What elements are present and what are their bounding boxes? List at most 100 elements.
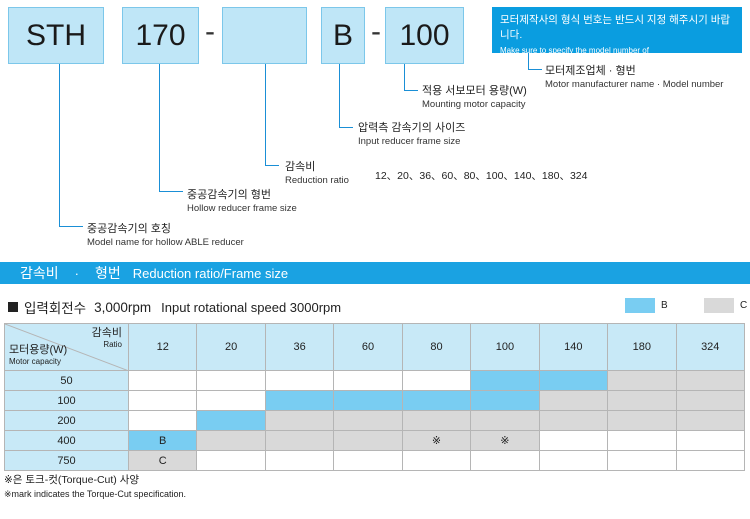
type-code: B (332, 18, 353, 52)
label-maker: 모터제조업체 · 형번 Motor manufacturer name · Mo… (545, 64, 723, 92)
table-cell (333, 370, 403, 391)
table-cell (607, 410, 677, 431)
table-cell (470, 450, 540, 471)
table-cell (607, 390, 677, 411)
leader-type (339, 64, 353, 128)
leader-ratio (265, 64, 279, 166)
table-cell (538, 430, 609, 451)
table-cell (607, 370, 677, 391)
table-cell (196, 450, 266, 471)
table-cell (538, 450, 609, 471)
footnote-ko: ※은 토크-컷(Torque-Cut) 사양 (4, 474, 140, 486)
column-header: 36 (264, 323, 335, 371)
label-maker-en: Motor manufacturer name · Model number (545, 79, 724, 90)
column-header: 80 (401, 323, 472, 371)
table-cell (333, 450, 403, 471)
label-motor-ko: 적용 서보모터 용량(W) (422, 85, 527, 97)
input-speed: 입력회전수 3,000rpm Input rotational speed 30… (8, 297, 341, 317)
label-motor-en: Mounting motor capacity (422, 99, 526, 110)
table-cell (401, 390, 472, 411)
legend-label-c: C (740, 300, 748, 311)
type-code-box: B (321, 7, 365, 64)
table-cell: ※ (470, 430, 540, 451)
table-cell (675, 450, 745, 471)
capacity-code-box: 100 (385, 7, 464, 64)
section-banner: 감속비 · 형번 Reduction ratio/Frame size (0, 262, 750, 284)
maker-note-box: 모터제작사의 형식 번호는 반드시 지정 해주시기 바랍니다. Make sur… (492, 7, 742, 66)
label-maker-ko: 모터제조업체 · 형번 (545, 65, 636, 77)
label-frame: 중공감속기의 형번 Hollow reducer frame size (187, 188, 297, 216)
corner-ratio-ko: 감속비 (91, 327, 122, 339)
ratio-code-box (222, 7, 307, 64)
column-header: 60 (333, 323, 403, 371)
speed-en: Input rotational speed 3000rpm (161, 299, 342, 315)
label-frame-ko: 중공감속기의 형번 (187, 189, 272, 201)
table-cell: C (127, 450, 198, 471)
capacity-code: 100 (399, 18, 450, 52)
legend-swatch-c (704, 298, 734, 313)
corner-capacity-ko: 모터용량(W) (9, 344, 68, 356)
column-header: 12 (127, 323, 198, 371)
banner-ko: 감속비 (20, 265, 59, 281)
corner-ratio-en: Ratio (103, 340, 122, 349)
table-cell (264, 410, 335, 431)
table-cell (127, 410, 198, 431)
corner-diagonal (5, 324, 129, 371)
column-header: 324 (675, 323, 745, 371)
table-cell (538, 390, 609, 411)
banner-en: Reduction ratio/Frame size (132, 265, 289, 281)
table-cell (196, 430, 266, 451)
table-cell (264, 430, 335, 451)
label-input: 압력측 감속기의 사이즈 Input reducer frame size (358, 121, 465, 149)
label-name-en: Model name for hollow ABLE reducer (87, 237, 244, 248)
label-input-ko: 압력측 감속기의 사이즈 (358, 122, 466, 134)
table-cell (333, 390, 403, 411)
table-cell (127, 390, 198, 411)
banner-ko2: 형번 (94, 265, 121, 281)
table-cell (264, 370, 335, 391)
table-cell (470, 390, 540, 411)
label-name: 중공감속기의 호칭 Model name for hollow ABLE red… (87, 222, 244, 250)
legend-swatch-b (625, 298, 655, 313)
ratio-values: 12、20、36、60、80、100、140、180、324 (375, 170, 588, 182)
leader-series (59, 64, 83, 227)
table-cell: ※ (401, 430, 472, 451)
bullet-square-icon (8, 302, 18, 312)
table-cell (264, 390, 335, 411)
footnote-en: ※mark indicates the Torque-Cut specifica… (4, 489, 186, 499)
table-row: 200 (4, 410, 745, 431)
row-header-capacity: 100 (4, 390, 129, 411)
table-row: 50 (4, 370, 745, 391)
leader-capacity (404, 64, 418, 91)
maker-note-ko: 모터제작사의 형식 번호는 반드시 지정 해주시기 바랍니다. (500, 14, 731, 41)
table-cell (264, 450, 335, 471)
label-name-ko: 중공감속기의 호칭 (87, 223, 172, 235)
table-cell (607, 430, 677, 451)
column-header: 20 (196, 323, 266, 371)
maker-note-en-2: the motor manufacturer. (500, 57, 585, 66)
column-header: 180 (607, 323, 677, 371)
table-cell (333, 430, 403, 451)
table-cell (675, 370, 745, 391)
table-row: 100 (4, 390, 745, 411)
size-code-box: 170 (122, 7, 199, 64)
table-cell (401, 410, 472, 431)
table-cell (196, 370, 266, 391)
label-ratio-ko: 감속비 (285, 161, 316, 173)
row-header-capacity: 200 (4, 410, 129, 431)
row-header-capacity: 750 (4, 450, 129, 471)
banner-sep: · (74, 265, 79, 281)
table-cell (470, 410, 540, 431)
code-dash-1: - (205, 15, 215, 48)
label-ratio-en: Reduction ratio (285, 175, 349, 186)
maker-note-en-1: Make sure to specify the model number of (500, 46, 649, 55)
table-cell (607, 450, 677, 471)
table-cell (401, 370, 472, 391)
code-dash-2: - (371, 15, 381, 48)
speed-ko: 입력회전수 (24, 301, 87, 316)
series-code: STH (26, 18, 86, 52)
